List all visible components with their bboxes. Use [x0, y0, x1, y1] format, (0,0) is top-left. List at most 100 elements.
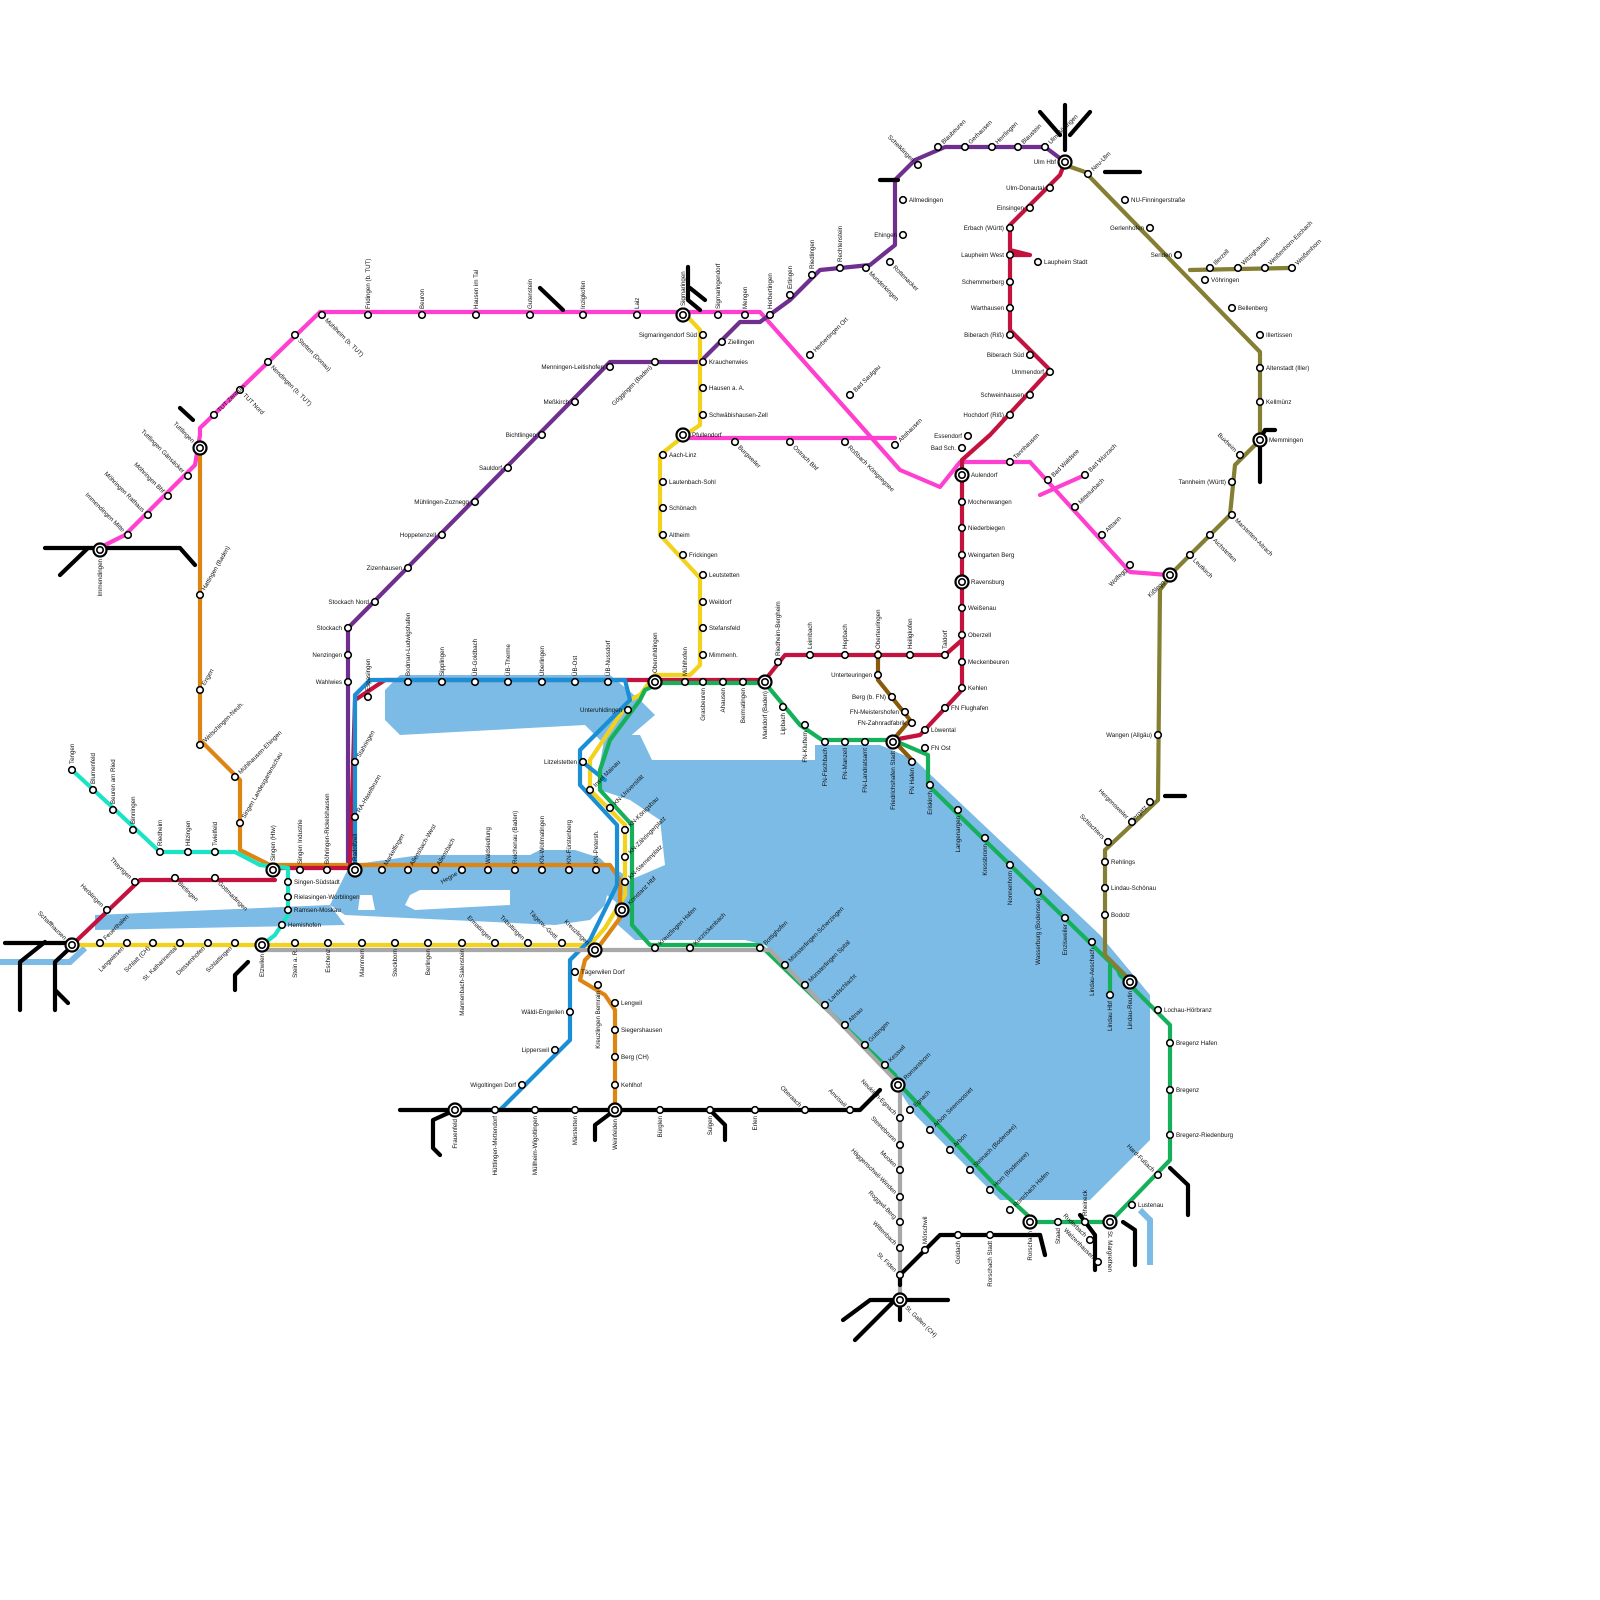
station-riedheim-bergheim[interactable]: Riedheim-Bergheim	[775, 601, 783, 665]
station-weissenau[interactable]: Weißenau	[959, 605, 997, 613]
station-rottenacker[interactable]: Rottenacker	[887, 259, 920, 293]
station-kn-wollmatingen[interactable]: KN-Wollmatingen	[539, 815, 547, 873]
station-schelklingen[interactable]: Schelklingen	[886, 134, 921, 168]
station-ostrach-bhf[interactable]: Ostrach Bhf	[787, 439, 820, 473]
station-bad-wurzach[interactable]: Bad Wurzach	[1082, 442, 1119, 478]
station-bermatingen[interactable]: Bermatingen	[740, 679, 748, 723]
station-tengen[interactable]: Tengen	[69, 743, 77, 773]
station-goldach[interactable]: Goldach	[955, 1232, 962, 1264]
station-staad[interactable]: Staad	[1055, 1219, 1063, 1244]
station-nendingen-b-tut[interactable]: Nendingen (b. TUT)	[265, 359, 313, 408]
station-sauldorf[interactable]: Sauldorf	[479, 465, 511, 473]
station-oberuhldingen[interactable]: Oberuhldingen	[649, 632, 662, 689]
station-lochau-horbranz[interactable]: Lochau-Hörbranz	[1155, 1007, 1212, 1015]
station-tut-zentrum[interactable]: TUT Zentrum	[211, 383, 247, 418]
station-mullheim-wigoltingen[interactable]: Müllheim-Wigoltingen	[532, 1107, 539, 1175]
station-schonach[interactable]: Schönach	[660, 505, 697, 513]
station-taldorf[interactable]: Taldorf	[942, 630, 950, 658]
station-erlen[interactable]: Erlen	[752, 1107, 759, 1131]
station-lustenau[interactable]: Lustenau	[1129, 1202, 1164, 1210]
station-erbach-wurtt[interactable]: Erbach (Württ)	[964, 225, 1014, 233]
station-hausen-a-a[interactable]: Hausen a. A.	[700, 385, 745, 393]
station-eschenz[interactable]: Eschenz	[325, 940, 333, 973]
station-buxheim[interactable]: Buxheim	[1216, 432, 1243, 459]
station-weingarten-berg[interactable]: Weingarten Berg	[959, 552, 1015, 560]
station-unterteuringen[interactable]: Unterteuringen	[831, 672, 881, 680]
station-schwabishausen-zell[interactable]: Schwäbishausen-Zell	[700, 412, 768, 420]
station-senden[interactable]: Senden	[1151, 252, 1182, 260]
station-mochenwangen[interactable]: Mochenwangen	[959, 499, 1013, 507]
station-hepbach[interactable]: Hepbach	[842, 624, 850, 659]
station-hergensweiler[interactable]: Hergensweiler	[1097, 788, 1135, 825]
station-welschingen-neuh[interactable]: Welschingen-Neuh.	[197, 701, 246, 749]
station-warthausen[interactable]: Warthausen	[971, 305, 1013, 313]
station-muhlheim-b-tut[interactable]: Mühlheim (b. TUT)	[319, 312, 365, 359]
station-mimmenh[interactable]: Mimmenh.	[700, 652, 738, 660]
station-weildorf[interactable]: Weildorf	[700, 599, 732, 607]
station-muhlhofen[interactable]: Mühlhofen	[682, 647, 690, 686]
station-nu-finningerstrasse[interactable]: NU-Finningerstraße	[1122, 197, 1186, 205]
station-gerlenhofen[interactable]: Gerlenhofen	[1110, 225, 1153, 233]
station-ehingen[interactable]: Ehingen	[874, 232, 906, 240]
station-mannenbach-salenstein[interactable]: Mannenbach-Salenstein	[459, 940, 467, 1016]
station-biberach-riss[interactable]: Biberach (Riß)	[964, 332, 1013, 340]
station-bad-saulgau[interactable]: Bad Saulgau	[847, 363, 883, 398]
station-schlachters[interactable]: Schlachters	[1078, 813, 1111, 845]
station-rehlings[interactable]: Rehlings	[1102, 859, 1135, 867]
station-wangen-allgau[interactable]: Wangen (Allgäu)	[1106, 732, 1161, 740]
station-lindau-schonau[interactable]: Lindau-Schönau	[1102, 885, 1157, 893]
station-fn-ost[interactable]: FN Ost	[922, 745, 951, 753]
station-uberlingen[interactable]: Überlingen	[539, 646, 547, 686]
station-etzwilen[interactable]: Etzwilen	[256, 939, 269, 978]
station-alttann[interactable]: Alttann	[1099, 515, 1123, 538]
station-laupheim-stadt[interactable]: Laupheim Stadt	[1035, 259, 1088, 267]
station-marstetten-aitrach[interactable]: Marstetten-Aitrach	[1229, 512, 1275, 559]
station-vohringen[interactable]: Vöhringen	[1202, 277, 1240, 285]
station-blumenfeld[interactable]: Blumenfeld	[90, 752, 98, 793]
station-bichtlingen[interactable]: Bichtlingen	[506, 432, 546, 440]
station-goggingen-baden[interactable]: Göggingen (Baden)	[611, 359, 659, 408]
station-sipplingen[interactable]: Sipplingen	[439, 647, 447, 686]
station-immendingen[interactable]: Immendingen	[94, 544, 107, 597]
station-haggenschwil-winden[interactable]: Häggenschwil-Winden	[849, 1147, 903, 1200]
station-weinfelden[interactable]: Weinfelden	[609, 1104, 622, 1150]
station-schemmerberg[interactable]: Schemmerberg	[962, 279, 1014, 287]
station-espasingen[interactable]: Espasingen	[365, 658, 373, 700]
station-gutenstein[interactable]: Gutenstein	[527, 279, 535, 319]
station-riedheim[interactable]: Riedheim	[157, 820, 165, 855]
station-altheim[interactable]: Altheim	[660, 532, 690, 540]
station-lautenbach-sohl[interactable]: Lautenbach-Sohl	[660, 479, 716, 487]
station-ulm-hbf[interactable]: Ulm Hbf	[1034, 156, 1072, 169]
station-singen-htw[interactable]: Singen (Htw)	[267, 825, 280, 876]
station-steckborn[interactable]: Steckborn	[392, 940, 400, 977]
station-mittelurbach[interactable]: Mittelurbach	[1072, 477, 1107, 511]
station-siegershausen[interactable]: Siegershausen	[612, 1027, 663, 1035]
station-bad-sch[interactable]: Bad Sch.	[931, 445, 965, 453]
station-bodman-ludwigshafen[interactable]: Bodman-Ludwigshafen	[405, 612, 413, 685]
station-rheineck[interactable]: Rheineck	[1082, 1189, 1090, 1225]
station-fn-hafen[interactable]: FN Hafen	[909, 759, 917, 795]
station-rorschach-stadt[interactable]: Rorschach Stadt	[987, 1232, 994, 1287]
station-hard-fussach[interactable]: Hard-Fußach	[1125, 1143, 1161, 1178]
station-markdorf-baden[interactable]: Markdorf (Baden)	[759, 676, 772, 740]
station-aach-linz[interactable]: Aach-Linz	[660, 452, 697, 460]
station-nenzingen[interactable]: Nenzingen	[312, 652, 351, 660]
station-binningen[interactable]: Binningen	[130, 796, 138, 833]
station-inzigkofen[interactable]: Inzigkofen	[580, 280, 588, 318]
station-illertissen[interactable]: Illertissen	[1257, 332, 1293, 340]
station-wahlwies[interactable]: Wahlwies	[316, 679, 352, 687]
station-frauenfeld[interactable]: Frauenfeld	[449, 1104, 462, 1149]
station-bregenz-riedenburg[interactable]: Bregenz-Riedenburg	[1167, 1132, 1234, 1140]
station-sigmaringendorf-sud[interactable]: Sigmaringendorf Süd	[639, 332, 706, 340]
station-mengen[interactable]: Mengen	[742, 286, 750, 318]
station-herblingen[interactable]: Herblingen	[79, 883, 111, 914]
station-aichstetten[interactable]: Aichstetten	[1207, 532, 1239, 565]
station-messkirch[interactable]: Meßkirch	[544, 399, 579, 407]
station-morschwil[interactable]: Mörschwil	[922, 1216, 929, 1253]
station-eriskirch[interactable]: Eriskirch	[927, 782, 935, 815]
station-altshausen[interactable]: Altshausen	[892, 417, 925, 449]
station-aulendorf[interactable]: Aulendorf	[956, 469, 998, 482]
station-bodolz[interactable]: Bodolz	[1102, 912, 1130, 920]
station-muhlingen-zoznegg[interactable]: Mühlingen-Zoznegg	[414, 499, 478, 507]
station-leutkirch[interactable]: Leutkirch	[1187, 552, 1215, 581]
